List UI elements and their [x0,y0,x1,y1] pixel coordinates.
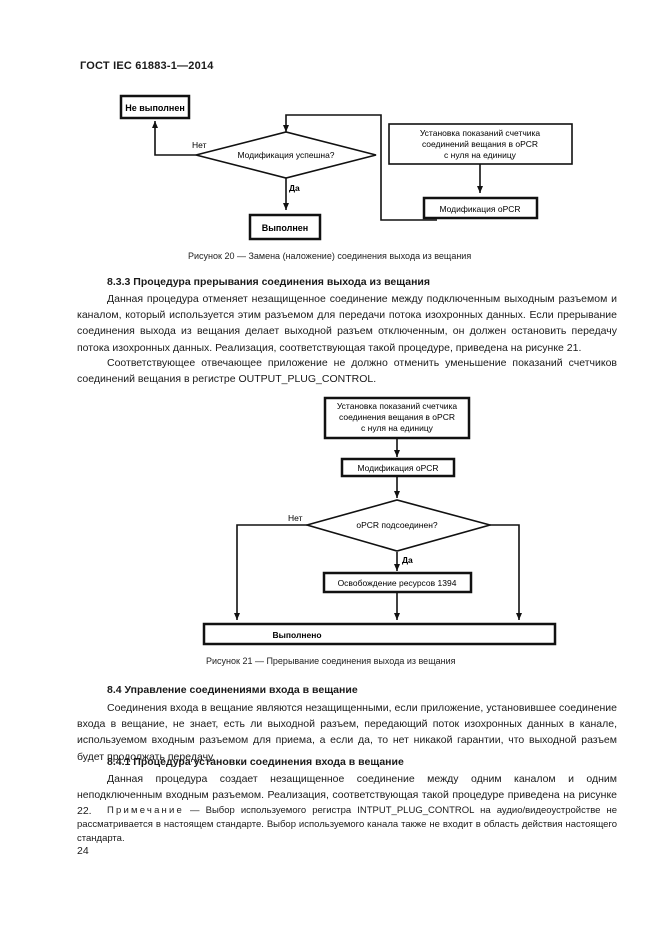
section-8-4-1-heading: 8.4.1 Процедура установки соединения вхо… [107,756,404,768]
fig20-counter-line-2: соединений вещания в oPCR [422,139,538,149]
fig20-counter-line-3: с нуля на единицу [444,150,517,160]
document-header: ГОСТ IEC 61883-1—2014 [80,60,214,72]
note: Примечание — Выбор используемого регистр… [77,804,617,846]
fig20-decision-label: Модификация успешна? [237,150,334,160]
paragraph-text: Данная процедура создает незащищенное со… [77,773,617,818]
note-text: — Выбор используемого регистра INTPUT_PL… [77,805,617,844]
fig21-modify-label: Модификация oPCR [357,463,438,473]
fig21-counter-line-1: Установка показаний счетчика [337,401,458,411]
fig20-not-done-label: Не выполнен [125,103,185,113]
figure-21-caption: Рисунок 21 — Прерывание соединения выход… [206,656,456,666]
fig20-done-box: Выполнен [248,213,322,241]
paragraph-text: Соединения входа в вещание являются неза… [77,702,617,763]
fig20-no-label: Нет [192,140,207,150]
fig20-connectors [152,114,483,221]
fig20-yes-label: Да [289,183,300,193]
fig21-counter-line-2: соединения вещания в oPCR [339,412,455,422]
fig20-counter-box: Установка показаний счетчика соединений … [388,123,573,165]
fig20-not-done-box: Не выполнен [119,94,191,120]
fig21-counter-box: Установка показаний счетчика соединения … [323,396,471,440]
paragraph-text: Данная процедура отменяет незащищенное с… [77,293,617,354]
fig21-release-label: Освобождение ресурсов 1394 [338,578,457,588]
fig21-no-label: Нет [288,513,303,523]
fig21-done-label: Выполнено [272,630,321,640]
fig20-modify-box: Модификация oPCR [422,196,539,220]
section-8-3-3-paragraph-2: Соответствующее отвечающее приложение не… [77,355,617,387]
section-8-4-heading: 8.4 Управление соединениями входа в веща… [107,684,358,696]
fig21-counter-line-3: с нуля на единицу [361,423,434,433]
fig21-decision: oPCR подсоединен? [304,499,494,552]
section-8-4-paragraph-1: Соединения входа в вещание являются неза… [77,700,617,765]
fig21-decision-label: oPCR подсоединен? [356,520,438,530]
fig21-done-box: Выполнено [202,622,557,646]
fig20-done-label: Выполнен [262,223,309,233]
fig21-modify-box: Модификация oPCR [340,457,456,478]
figure-20-flowchart: Не выполнен Модификация успешна? Нет Да … [119,94,573,241]
figure-20-caption: Рисунок 20 — Замена (наложение) соединен… [188,251,472,261]
fig21-connectors [234,438,522,620]
fig20-decision: Модификация успешна? [195,131,377,179]
note-label: Примечание [107,805,184,816]
section-8-3-3-paragraph-1: Данная процедура отменяет незащищенное с… [77,291,617,356]
figure-21-flowchart: Установка показаний счетчика соединения … [202,396,557,646]
section-8-3-3-heading: 8.3.3 Процедура прерывания соединения вы… [107,276,431,288]
fig20-modify-label: Модификация oPCR [439,204,520,214]
paragraph-text: Соответствующее отвечающее приложение не… [77,357,617,386]
fig20-counter-line-1: Установка показаний счетчика [420,128,541,138]
fig21-yes-label: Да [402,555,413,565]
page-number: 24 [77,845,89,857]
fig21-release-box: Освобождение ресурсов 1394 [322,571,473,594]
section-8-4-1-paragraph-1: Данная процедура создает незащищенное со… [77,771,617,820]
